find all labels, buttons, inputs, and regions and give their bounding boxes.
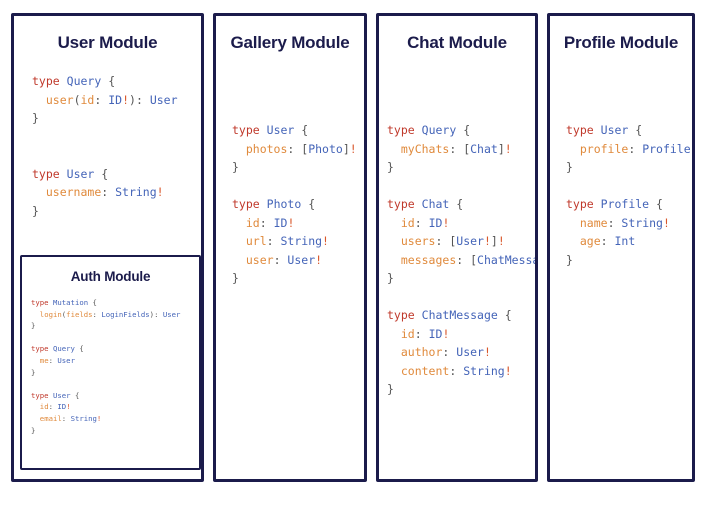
schema-code-profile: type User { profile: Profile! } type Pro…	[566, 123, 692, 267]
schema-code-auth: type Mutation { login(fields: LoginField…	[31, 298, 181, 435]
module-card-auth[interactable]: Auth Module type Mutation { login(fields…	[20, 255, 201, 470]
module-title-chat: Chat Module	[407, 33, 507, 52]
schema-code-chat: type Query { myChats: [Chat]! } type Cha…	[387, 123, 535, 396]
module-title-auth: Auth Module	[70, 269, 151, 284]
module-title-profile: Profile Module	[563, 33, 679, 52]
module-card-gallery[interactable]: Gallery Module type User { photos: [Phot…	[213, 13, 367, 482]
schema-code-gallery: type User { photos: [Photo]! } type Phot…	[232, 123, 357, 285]
module-card-chat[interactable]: Chat Module type Query { myChats: [Chat]…	[376, 13, 538, 482]
module-title-user: User Module	[57, 33, 158, 52]
schema-code-user: type Query { user(id: ID!): User } type …	[32, 74, 178, 218]
module-card-profile[interactable]: Profile Module type User { profile: Prof…	[547, 13, 695, 482]
module-card-user[interactable]: User Module type Query { user(id: ID!): …	[11, 13, 204, 482]
module-title-gallery: Gallery Module	[230, 33, 350, 52]
